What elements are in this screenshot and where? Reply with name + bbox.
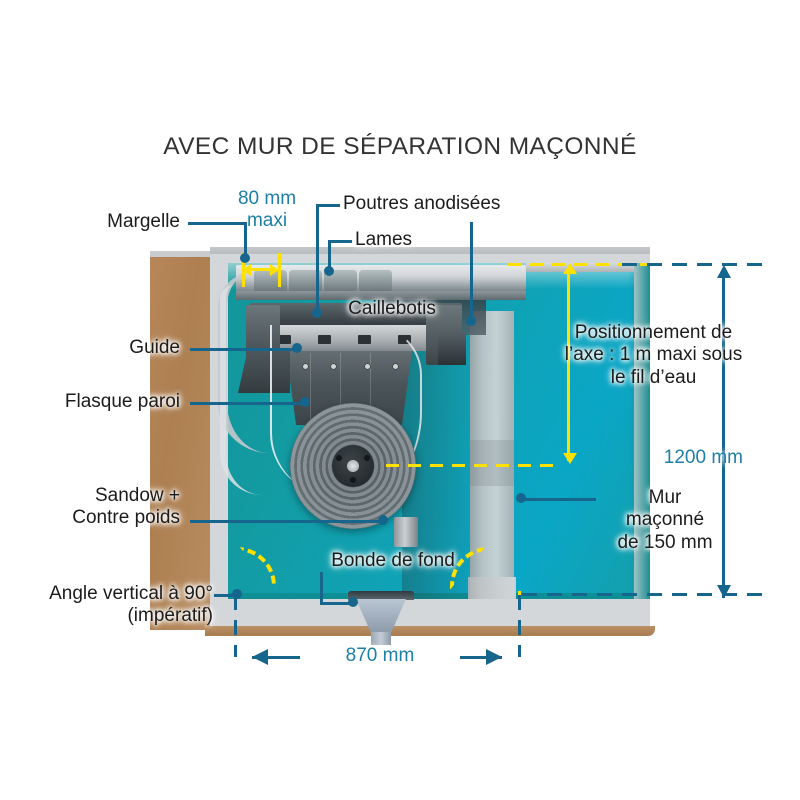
leader-flasque-paroi bbox=[190, 402, 306, 405]
poutre-anodisee-beam bbox=[236, 291, 526, 300]
lame-slat bbox=[359, 269, 392, 291]
leader-bonde-h bbox=[320, 602, 356, 605]
dim-80mm-tick-right bbox=[278, 253, 281, 287]
label-angle-vertical: Angle vertical à 90° (impératif) bbox=[49, 583, 213, 627]
pool-base-earth bbox=[205, 626, 655, 636]
leader-dot bbox=[232, 589, 242, 599]
leader-bonde-v bbox=[320, 572, 323, 604]
label-guide: Guide bbox=[129, 337, 180, 358]
dim-870mm-label: 870 mm bbox=[300, 645, 460, 668]
sandow-cable-return bbox=[270, 325, 332, 495]
leader-poutres-h bbox=[316, 204, 340, 207]
leader-angle-vertical bbox=[214, 594, 240, 597]
leader-dot bbox=[312, 308, 322, 318]
arrow-left-icon bbox=[242, 263, 251, 276]
leader-dot bbox=[240, 253, 250, 263]
arrow-down-icon bbox=[562, 453, 577, 464]
label-poutres-anodisees: Poutres anodisées bbox=[343, 193, 501, 214]
label-flasque-paroi: Flasque paroi bbox=[64, 391, 180, 412]
page-title: AVEC MUR DE SÉPARATION MAÇONNÉ bbox=[163, 133, 637, 160]
arrow-up-icon bbox=[562, 263, 577, 274]
leader-lames-v bbox=[328, 240, 331, 272]
extension-line-870-right bbox=[518, 595, 521, 657]
soil-cap bbox=[150, 251, 210, 257]
label-sandow-contrepoids: Sandow + Contre poids bbox=[72, 485, 180, 529]
leader-dot bbox=[292, 343, 302, 353]
soil-fill bbox=[150, 255, 210, 630]
leader-margelle-vertical bbox=[244, 222, 247, 258]
water-line-dashed bbox=[508, 263, 658, 266]
label-bonde-de-fond: Bonde de fond bbox=[331, 550, 455, 571]
pool-cross-section-illustration bbox=[150, 247, 772, 657]
sandow-cable bbox=[280, 325, 422, 522]
label-caillebotis: Caillebotis bbox=[348, 298, 436, 319]
arrow-right-icon bbox=[486, 649, 502, 665]
dim-1200mm-line bbox=[722, 276, 725, 598]
leader-sandow bbox=[190, 520, 384, 523]
arrow-up-icon bbox=[716, 265, 731, 278]
leader-guide bbox=[190, 348, 256, 351]
dim-axis-vertical-line bbox=[567, 271, 570, 461]
leader-lames-h bbox=[328, 240, 352, 243]
extension-line-bottom bbox=[522, 593, 772, 596]
leader-margelle bbox=[188, 222, 246, 225]
extension-line-870-left bbox=[234, 595, 237, 657]
leader-dot bbox=[516, 493, 526, 503]
arrow-right-icon bbox=[270, 263, 279, 276]
leader-dot bbox=[378, 515, 388, 525]
leader-poutres-right bbox=[470, 222, 473, 322]
masonry-wall-footing bbox=[468, 577, 516, 599]
leader-dot bbox=[466, 316, 476, 326]
leader-mur bbox=[520, 498, 596, 501]
lame-slat bbox=[289, 269, 322, 291]
leader-poutres-v bbox=[316, 204, 319, 314]
dim-80mm-line bbox=[247, 268, 273, 271]
bonde-de-fond-grate bbox=[348, 591, 414, 600]
dim-1200mm-label: 1200 mm bbox=[663, 447, 743, 468]
water-bottom-edge bbox=[228, 593, 634, 599]
arrow-down-icon bbox=[716, 585, 731, 598]
extension-line-top bbox=[622, 263, 772, 266]
hub-bolt bbox=[336, 455, 342, 461]
label-positionnement-axe: Positionnement de l’axe : 1 m maxi sous … bbox=[564, 322, 743, 388]
label-margelle: Margelle bbox=[107, 211, 180, 232]
dim-80mm-label: 80 mm maxi bbox=[237, 188, 297, 232]
coping-margelle-slab bbox=[210, 247, 650, 254]
hub-bolt bbox=[364, 455, 370, 461]
water-right-shading bbox=[628, 263, 650, 599]
contre-poids-counterweight bbox=[394, 517, 418, 547]
hub-bolt bbox=[350, 477, 356, 483]
bonde-de-fond-outlet bbox=[371, 632, 391, 646]
label-mur-maconne: Mur maçonné de 150 mm bbox=[617, 487, 713, 553]
right-end-bracket-lower bbox=[438, 333, 466, 365]
label-lames: Lames bbox=[355, 229, 413, 250]
axis-line-dashed bbox=[386, 464, 562, 467]
roller-axle bbox=[347, 460, 359, 472]
leader-dot bbox=[300, 397, 310, 407]
flasque-paroi-plate-inner bbox=[220, 285, 262, 495]
leader-dot bbox=[348, 597, 358, 607]
leader-dot bbox=[324, 266, 334, 276]
arrow-left-icon bbox=[252, 649, 268, 665]
masonry-wall-band bbox=[470, 440, 514, 486]
leader-guide-2 bbox=[256, 348, 296, 351]
coping-right-run bbox=[526, 263, 634, 272]
